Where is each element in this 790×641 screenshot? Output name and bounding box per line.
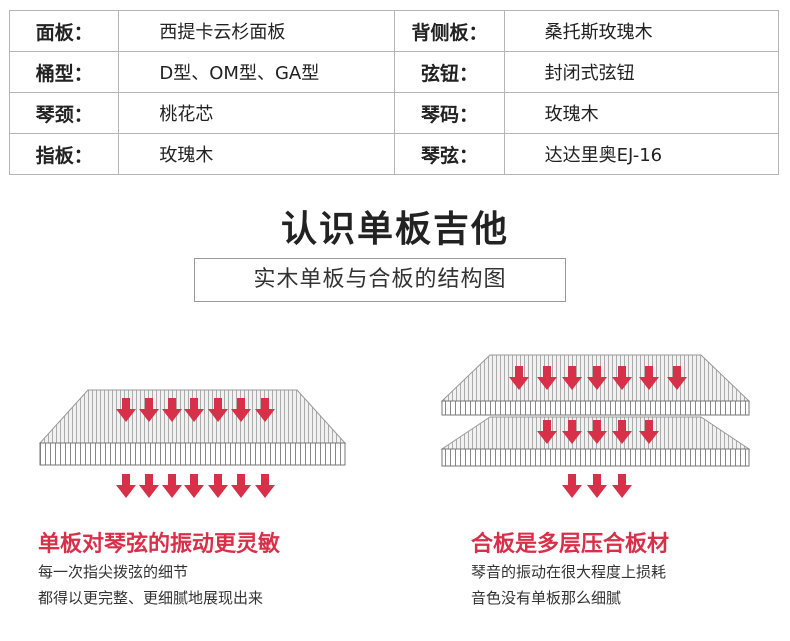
arrow-down-icon [612, 420, 632, 444]
arrow-down-icon [537, 420, 557, 444]
plywood-desc-1: 琴音的振动在很大程度上损耗 [471, 563, 667, 581]
arrow-down-icon [562, 366, 582, 390]
spec-value: 达达里奥EJ-16 [503, 133, 780, 175]
spec-row: 琴颈： 桃花芯 琴码： 玫瑰木 [8, 92, 780, 134]
arrow-down-icon [184, 398, 204, 422]
spec-value: 玫瑰木 [118, 133, 396, 175]
spec-key: 琴颈： [8, 92, 120, 134]
arrow-down-icon [208, 398, 228, 422]
arrow-down-icon [162, 474, 182, 498]
spec-row: 面板： 西提卡云杉面板 背侧板： 桑托斯玫瑰木 [8, 10, 780, 52]
board-edge [441, 448, 750, 467]
spec-value: 西提卡云杉面板 [118, 10, 396, 52]
arrow-down-icon [587, 366, 607, 390]
arrow-down-icon [612, 474, 632, 498]
arrow-down-icon [162, 398, 182, 422]
spec-key: 指板： [8, 133, 120, 175]
plywood-caption: 合板是多层压合板材 [471, 532, 670, 557]
subtitle-box: 实木单板与合板的结构图 [194, 258, 566, 302]
plywood-desc-2: 音色没有单板那么细腻 [471, 589, 622, 607]
spec-value: 玫瑰木 [503, 92, 780, 134]
arrow-down-icon [255, 474, 275, 498]
arrow-down-icon [231, 398, 251, 422]
arrow-down-icon [537, 366, 557, 390]
spec-key: 琴码： [394, 92, 505, 134]
spec-value: 封闭式弦钮 [503, 51, 780, 93]
arrow-down-icon [255, 398, 275, 422]
arrow-down-icon [208, 474, 228, 498]
board-edge [441, 400, 750, 416]
page-title: 认识单板吉他 [280, 208, 509, 250]
spec-key: 面板： [8, 10, 120, 52]
arrow-down-icon [184, 474, 204, 498]
spec-value: 桑托斯玫瑰木 [503, 10, 780, 52]
arrow-down-icon [139, 474, 159, 498]
arrow-down-icon [562, 420, 582, 444]
arrow-down-icon [116, 398, 136, 422]
spec-value: 桃花芯 [118, 92, 396, 134]
arrow-down-icon [612, 366, 632, 390]
arrow-down-icon [587, 420, 607, 444]
spec-row: 指板： 玫瑰木 琴弦： 达达里奥EJ-16 [8, 133, 780, 175]
spec-table: 面板： 西提卡云杉面板 背侧板： 桑托斯玫瑰木 桶型： D型、OM型、GA型 弦… [8, 10, 780, 175]
arrow-down-icon [562, 474, 582, 498]
arrow-group [116, 366, 687, 498]
arrow-down-icon [639, 420, 659, 444]
spec-row: 桶型： D型、OM型、GA型 弦钮： 封闭式弦钮 [8, 51, 780, 93]
spec-key: 弦钮： [394, 51, 505, 93]
arrow-down-icon [116, 474, 136, 498]
solid-desc-2: 都得以更完整、更细腻地展现出来 [38, 589, 264, 607]
spec-key: 琴弦： [394, 133, 505, 175]
arrow-down-icon [639, 366, 659, 390]
arrow-down-icon [587, 474, 607, 498]
arrow-down-icon [509, 366, 529, 390]
arrow-down-icon [231, 474, 251, 498]
solid-caption: 单板对琴弦的振动更灵敏 [38, 532, 281, 557]
arrow-down-icon [667, 366, 687, 390]
board-edge [39, 442, 346, 466]
arrow-down-icon [139, 398, 159, 422]
spec-key: 桶型： [8, 51, 120, 93]
spec-value: D型、OM型、GA型 [118, 51, 396, 93]
solid-desc-1: 每一次指尖拨弦的细节 [38, 563, 189, 581]
